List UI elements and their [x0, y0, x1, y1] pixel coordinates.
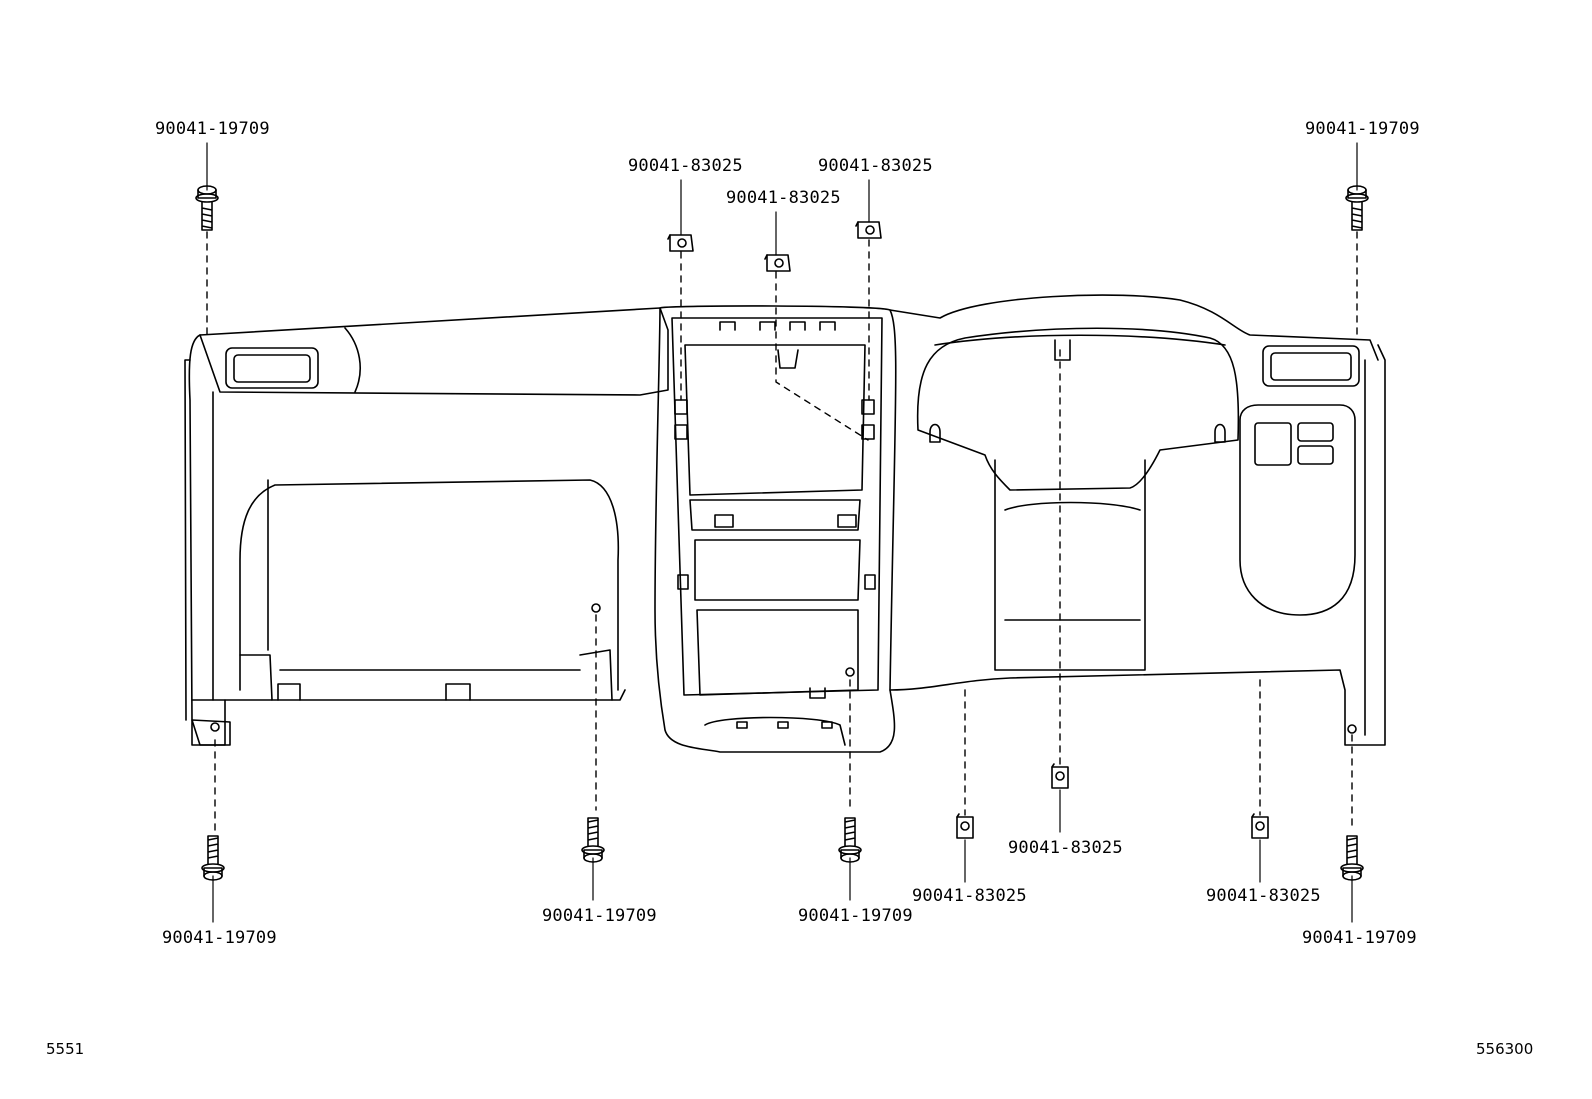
part-label-bolt-bottom-right: 90041-19709 [1302, 928, 1417, 948]
part-label-clip-bottom-left: 90041-83025 [912, 886, 1027, 906]
part-label-bolt-bottom-left-center: 90041-19709 [542, 906, 657, 926]
assembly-lines [206, 231, 1358, 831]
clip-nut-icon [1251, 813, 1269, 839]
bolt-icon [1340, 835, 1364, 881]
part-label-clip-bottom-center: 90041-83025 [1008, 838, 1123, 858]
bolt-icon [581, 817, 605, 863]
clip-nut-icon [1051, 763, 1069, 789]
part-label-clip-top-left: 90041-83025 [628, 156, 743, 176]
clip-nut-icon [956, 813, 974, 839]
part-label-clip-bottom-right: 90041-83025 [1206, 886, 1321, 906]
part-label-bolt-bottom-left: 90041-19709 [162, 928, 277, 948]
footer-left-code: 5551 [46, 1040, 85, 1058]
bolt-icon [838, 817, 862, 863]
part-label-clip-top-right: 90041-83025 [818, 156, 933, 176]
clip-nut-icon [764, 254, 791, 272]
leader-lines [206, 142, 1358, 923]
clip-nut-icon [855, 221, 882, 239]
bolt-icon [1345, 185, 1369, 231]
clip-nut-icon [667, 234, 694, 252]
part-label-clip-top-center: 90041-83025 [726, 188, 841, 208]
footer-right-code: 556300 [1476, 1040, 1534, 1058]
bolt-icon [195, 185, 219, 231]
part-label-bolt-bottom-right-center: 90041-19709 [798, 906, 913, 926]
part-label-bolt-top-right: 90041-19709 [1305, 119, 1420, 139]
instrument-panel [184, 294, 1386, 753]
bolt-icon [201, 835, 225, 881]
part-label-bolt-top-left: 90041-19709 [155, 119, 270, 139]
